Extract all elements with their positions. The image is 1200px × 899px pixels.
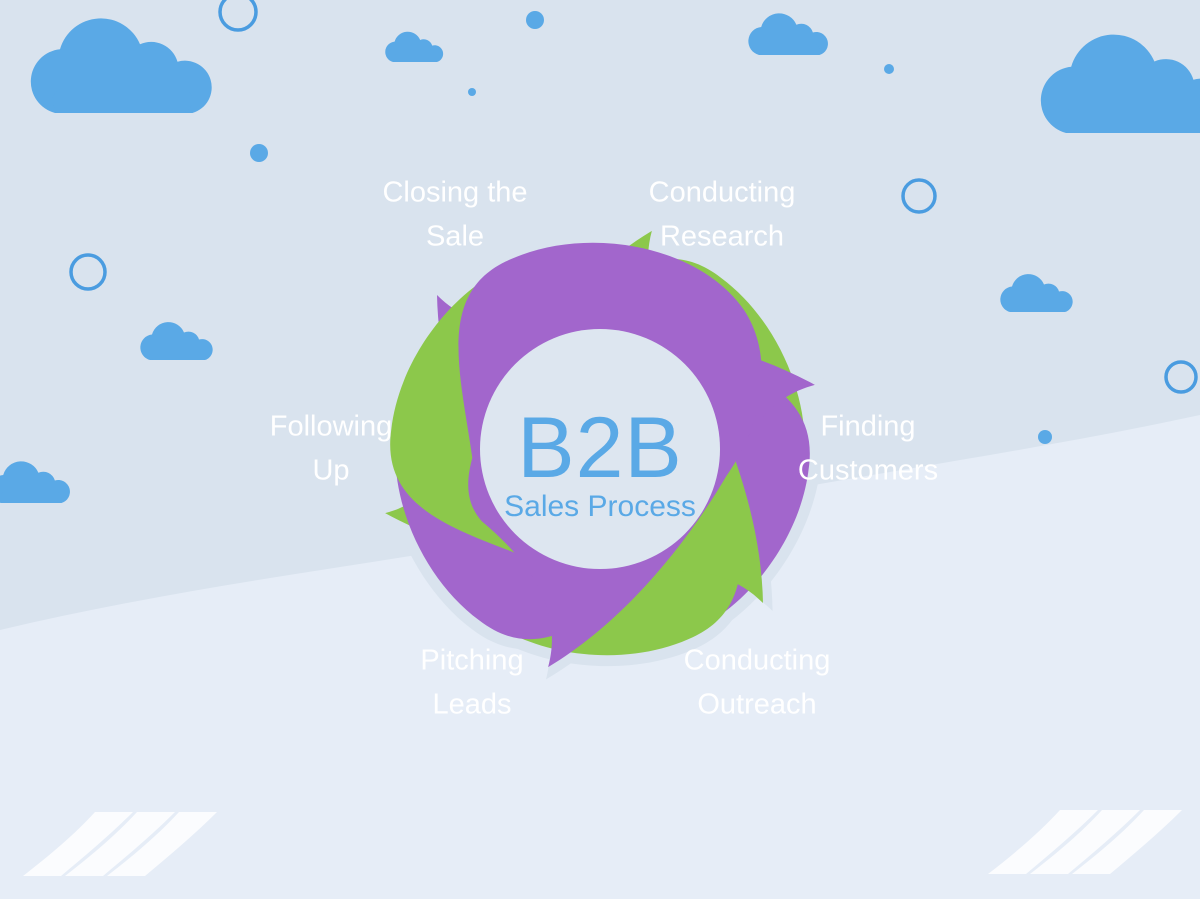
cloud-icon [1000, 274, 1073, 312]
stripe-shape [107, 812, 217, 876]
petal-label-group: ConductingResearchFindingCustomersConduc… [270, 177, 938, 721]
cloud-icon [30, 18, 212, 114]
petal-label-line1-2: Finding [820, 411, 915, 443]
cloud-icon [1040, 34, 1200, 133]
dot-decoration [1038, 430, 1052, 444]
cloud-icon-group [0, 13, 1200, 504]
petal-label-line1-4: Pitching [420, 645, 523, 677]
stripe-decoration-group [23, 810, 1182, 876]
dot-decoration [250, 144, 268, 162]
dot-decoration [884, 64, 894, 74]
ring-decoration [69, 253, 107, 291]
petal-label-line1-1: Conducting [649, 177, 796, 209]
ring-decoration [1164, 360, 1198, 394]
center-subtitle: Sales Process [504, 490, 696, 523]
cloud-icon [748, 13, 828, 56]
petal-label-line1-3: Conducting [684, 645, 831, 677]
cloud-icon [385, 31, 444, 63]
petal-label-line2-6: Sale [426, 221, 484, 253]
petal-label-line2-1: Research [660, 221, 784, 253]
petal-label-line1-6: Closing the [382, 177, 527, 209]
ring-decoration-group [69, 0, 1198, 394]
dot-decoration [468, 88, 476, 96]
stripe-decoration [988, 810, 1182, 874]
stripe-shape [23, 812, 133, 876]
cloud-icon [140, 322, 213, 360]
cloud-icon [0, 461, 70, 504]
petal-label-line2-3: Outreach [697, 689, 816, 721]
stripe-shape [1072, 810, 1182, 874]
center-title: B2B [517, 400, 683, 496]
petal-label-line1-5: Following [270, 411, 393, 443]
center-circle [480, 329, 720, 569]
ring-decoration [218, 0, 258, 32]
ring-decoration [901, 178, 937, 214]
petal-label-line2-4: Leads [432, 689, 511, 721]
petal-label-line2-2: Customers [798, 455, 938, 487]
petal-label-line2-5: Up [312, 455, 349, 487]
stripe-decoration [23, 812, 217, 876]
stripe-shape [988, 810, 1098, 874]
stripe-shape [1030, 810, 1140, 874]
dot-decoration-group [250, 11, 1052, 444]
stripe-shape [65, 812, 175, 876]
dot-decoration [526, 11, 544, 29]
